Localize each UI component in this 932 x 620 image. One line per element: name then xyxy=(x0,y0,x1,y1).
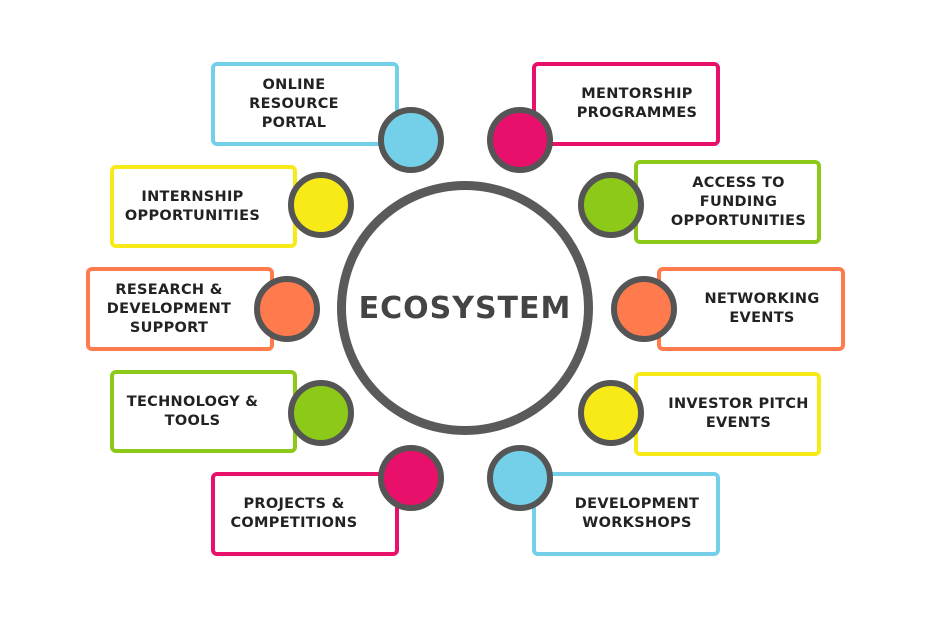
node-dot-icon xyxy=(288,172,354,238)
node-box-projects-competitions: PROJECTS & COMPETITIONS xyxy=(211,472,399,556)
node-dot-icon xyxy=(378,445,444,511)
node-dot-icon xyxy=(378,107,444,173)
node-box-online-resource-portal: ONLINE RESOURCE PORTAL xyxy=(211,62,399,146)
ecosystem-hub: ECOSYSTEM xyxy=(337,181,593,435)
node-dot-icon xyxy=(487,107,553,173)
node-dot-icon xyxy=(611,276,677,342)
node-label: INVESTOR PITCH EVENTS xyxy=(668,396,809,431)
hub-label: ECOSYSTEM xyxy=(358,290,572,326)
node-box-investor-pitch-events: INVESTOR PITCH EVENTS xyxy=(634,372,821,456)
node-box-mentorship-programmes: MENTORSHIP PROGRAMMES xyxy=(532,62,720,146)
node-dot-icon xyxy=(254,276,320,342)
node-dot-icon xyxy=(578,380,644,446)
node-label: DEVELOPMENT WORKSHOPS xyxy=(574,496,700,531)
node-label: INTERNSHIP OPPORTUNITIES xyxy=(124,188,261,224)
node-dot-icon xyxy=(487,445,553,511)
node-dot-icon xyxy=(578,172,644,238)
node-box-technology-tools: TECHNOLOGY & TOOLS xyxy=(110,370,297,453)
node-dot-icon xyxy=(288,380,354,446)
node-box-research-development-support: RESEARCH & DEVELOPMENT SUPPORT xyxy=(86,267,274,351)
node-box-access-to-funding-opportunities: ACCESS TO FUNDING OPPORTUNITIES xyxy=(634,160,821,244)
node-label: TECHNOLOGY & TOOLS xyxy=(126,393,259,429)
node-label: ONLINE RESOURCE PORTAL xyxy=(249,76,339,131)
node-label: NETWORKING EVENTS xyxy=(704,291,820,326)
node-label: RESEARCH & DEVELOPMENT SUPPORT xyxy=(106,281,232,336)
node-label: PROJECTS & COMPETITIONS xyxy=(230,496,358,531)
node-box-internship-opportunities: INTERNSHIP OPPORTUNITIES xyxy=(110,165,297,248)
node-label: MENTORSHIP PROGRAMMES xyxy=(576,86,698,121)
node-box-development-workshops: DEVELOPMENT WORKSHOPS xyxy=(532,472,720,556)
node-label: ACCESS TO FUNDING OPPORTUNITIES xyxy=(670,174,807,229)
node-box-networking-events: NETWORKING EVENTS xyxy=(657,267,845,351)
